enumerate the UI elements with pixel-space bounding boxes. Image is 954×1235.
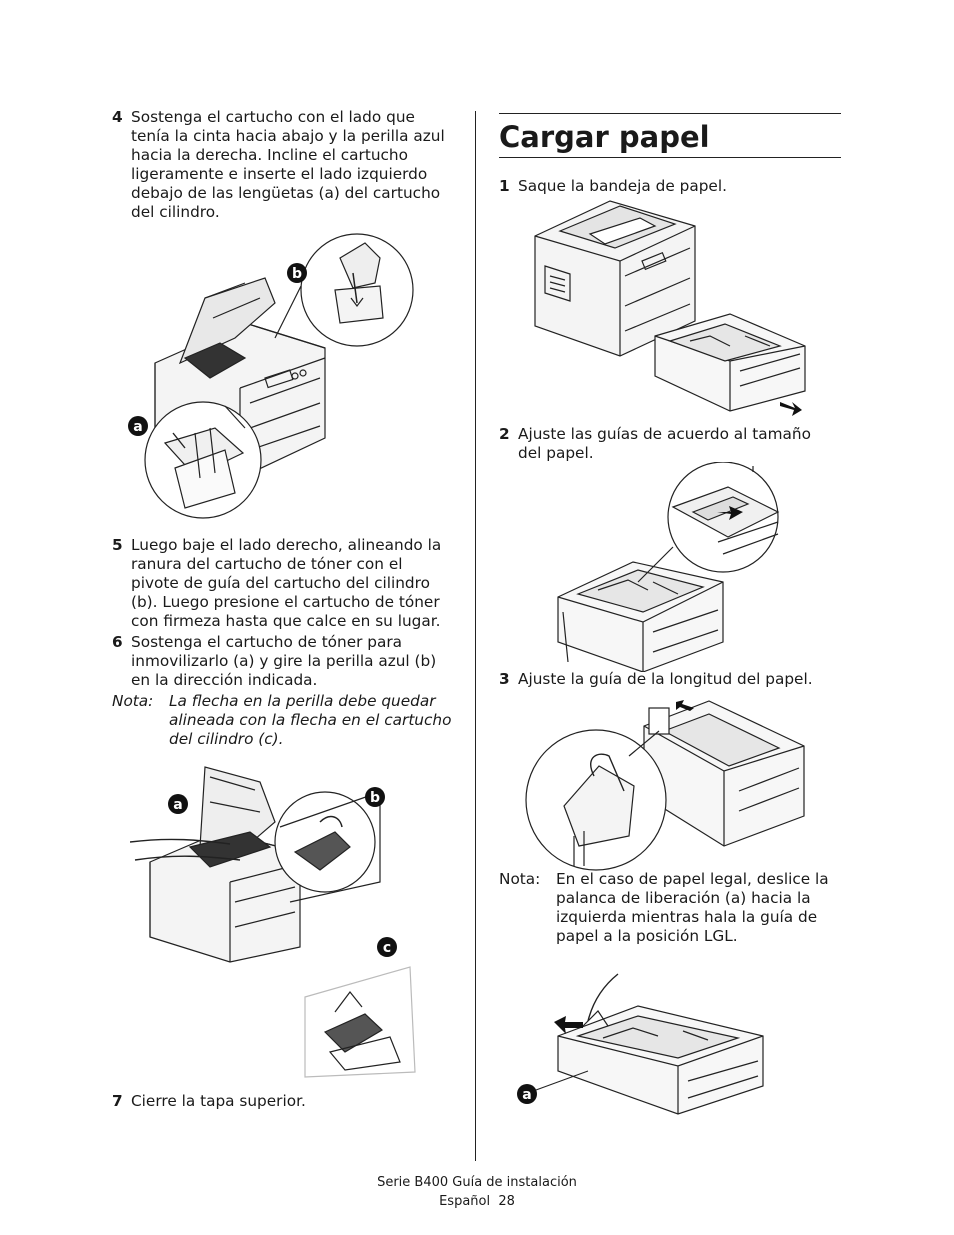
- callout-b-label: b: [292, 266, 302, 282]
- step-number: 4: [112, 108, 123, 126]
- note-label: Nota:: [499, 870, 541, 888]
- step-7: 7 Cierre la tapa superior.: [112, 1092, 462, 1112]
- step-5: 5 Luego baje el lado derecho, alineando …: [112, 536, 462, 632]
- page-title: Cargar papel: [499, 120, 710, 154]
- step-text: Luego baje el lado derecho, alineando la…: [131, 536, 442, 630]
- column-divider: [475, 111, 476, 1161]
- footer-page-number: Español 28: [439, 1194, 515, 1209]
- step-text: Ajuste las guías de acuerdo al tamaño de…: [518, 425, 811, 462]
- step-number: 5: [112, 536, 123, 554]
- callout-a-label: a: [173, 797, 182, 813]
- callout-a-label: a: [133, 419, 142, 435]
- release-lever-illustration: a: [517, 973, 764, 1115]
- callout-c-label: c: [383, 940, 391, 956]
- step-2: 2 Ajuste las guías de acuerdo al tamaño …: [499, 425, 844, 465]
- note-text: En el caso de papel legal, deslice la pa…: [556, 870, 829, 945]
- step-text: Sostenga el cartucho con el lado que ten…: [131, 108, 445, 221]
- step-text: Ajuste la guía de la longitud del papel.: [518, 670, 813, 688]
- step-text: Cierre la tapa superior.: [131, 1092, 306, 1110]
- step-number: 1: [499, 177, 510, 195]
- toner-lock-illustration: a b c: [130, 766, 416, 1078]
- remove-tray-illustration: [534, 200, 806, 416]
- step-text: Saque la bandeja de papel.: [518, 177, 727, 195]
- step-1: 1 Saque la bandeja de papel.: [499, 177, 844, 197]
- note-text: La flecha en la perilla debe quedar alin…: [169, 692, 452, 748]
- adjust-length-guide-illustration: [525, 700, 805, 871]
- step-3: 3 Ajuste la guía de la longitud del pape…: [499, 670, 844, 690]
- step-number: 3: [499, 670, 510, 688]
- step-number: 6: [112, 633, 123, 651]
- step-6: 6 Sostenga el cartucho de tóner para inm…: [112, 633, 462, 691]
- step-number: 7: [112, 1092, 123, 1110]
- step-4: 4 Sostenga el cartucho con el lado que t…: [112, 108, 462, 228]
- toner-insertion-illustration: b a: [128, 233, 414, 519]
- note-arrow-alignment: Nota: La flecha en la perilla debe queda…: [112, 692, 462, 750]
- adjust-guides-illustration: [557, 462, 780, 672]
- step-number: 2: [499, 425, 510, 443]
- title-rule-top: [499, 113, 841, 114]
- callout-a-label: a: [522, 1087, 531, 1103]
- footer-title: Serie B400 Guía de instalación: [377, 1175, 577, 1190]
- callout-b-label: b: [370, 790, 380, 806]
- note-legal-paper: Nota: En el caso de papel legal, deslice…: [499, 870, 844, 948]
- title-rule-bottom: [499, 157, 841, 158]
- note-label: Nota:: [112, 692, 154, 710]
- step-text: Sostenga el cartucho de tóner para inmov…: [131, 633, 437, 689]
